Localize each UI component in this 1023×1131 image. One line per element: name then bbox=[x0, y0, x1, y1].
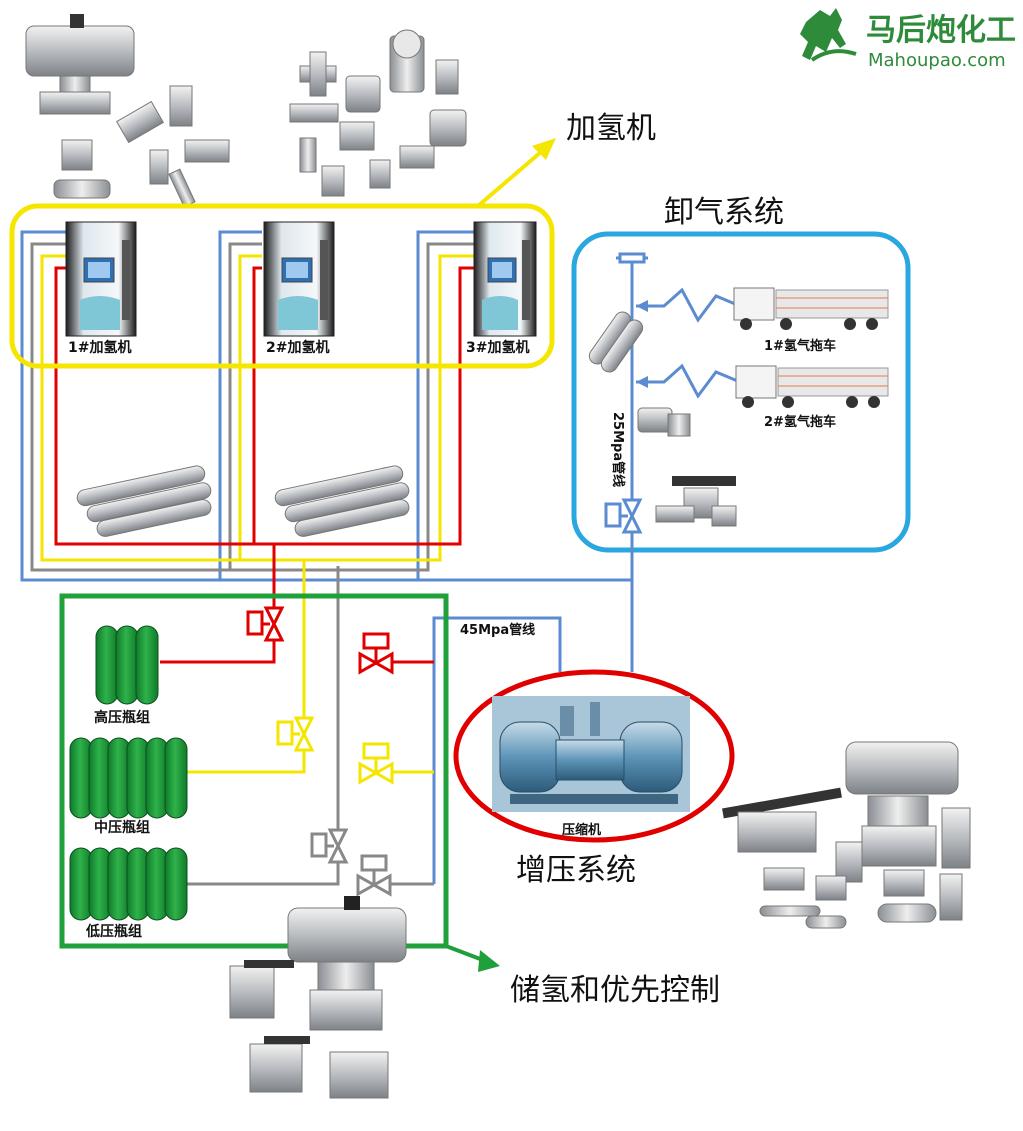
arrow-head bbox=[636, 300, 648, 312]
cylinder-bank-label: 低压瓶组 bbox=[85, 923, 142, 940]
booster-frame bbox=[453, 669, 735, 843]
pipe-photo-unloading bbox=[588, 311, 644, 373]
hydrogen-cylinder-icon bbox=[69, 847, 188, 921]
arrow-to-dispenser bbox=[476, 138, 556, 208]
cylinder-bank-label: 中压瓶组 bbox=[94, 819, 150, 836]
hydrogen-cylinder-icon bbox=[69, 737, 188, 819]
check-valve-icon[interactable] bbox=[358, 742, 394, 785]
grey-line bbox=[228, 242, 262, 570]
section-title-unloading: 卸气系统 bbox=[664, 195, 784, 230]
dispenser-label: 3#加氢机 bbox=[466, 339, 529, 356]
unloading-frame bbox=[571, 231, 911, 553]
tubing-photo-1 bbox=[76, 465, 212, 537]
dispenser-2[interactable]: 2#加氢机 bbox=[263, 221, 335, 356]
arrow-head bbox=[636, 376, 648, 388]
dispenser-3[interactable]: 3#加氢机 bbox=[466, 221, 537, 356]
actuated-valve-photo-top bbox=[25, 14, 135, 199]
ball-valve-icon[interactable] bbox=[246, 606, 285, 642]
blue-line bbox=[416, 230, 474, 580]
dispenser-1[interactable]: 1#加氢机 bbox=[65, 221, 137, 356]
grey-line bbox=[186, 566, 340, 886]
section-title-dispenser: 加氢机 bbox=[566, 111, 656, 146]
trailer-label: 2#氢气拖车 bbox=[764, 414, 836, 430]
brand-cn: 马后炮化工 bbox=[866, 13, 1016, 48]
arrow-to-storage bbox=[445, 944, 500, 972]
compressor[interactable]: 压缩机 bbox=[492, 696, 690, 838]
yellow-line bbox=[186, 560, 306, 774]
brand-logo: 马后炮化工 Mahoupao.com bbox=[800, 8, 1016, 71]
grey-line bbox=[338, 242, 474, 572]
valves-photo-right bbox=[722, 741, 971, 929]
fittings-photo-top bbox=[289, 29, 467, 197]
section-title-storage: 储氢和优先控制 bbox=[510, 973, 720, 1008]
dispenser-label: 2#加氢机 bbox=[266, 339, 329, 356]
blue-line bbox=[432, 616, 562, 884]
red-line bbox=[54, 266, 274, 546]
ball-valve-icon[interactable] bbox=[276, 716, 315, 752]
trailer-1[interactable]: 1#氢气拖车 bbox=[733, 287, 889, 354]
check-valve-icon[interactable] bbox=[356, 854, 392, 897]
section-title-booster: 增压系统 bbox=[516, 853, 636, 888]
dispenser-icon bbox=[473, 221, 537, 337]
cylinder-bank-low[interactable]: 低压瓶组 bbox=[69, 847, 188, 940]
red-line bbox=[252, 266, 262, 544]
trailer-2[interactable]: 2#氢气拖车 bbox=[735, 365, 889, 430]
brand-en: Mahoupao.com bbox=[868, 50, 1006, 71]
dispenser-icon bbox=[263, 221, 335, 337]
dispenser-label: 1#加氢机 bbox=[68, 339, 131, 356]
pipeline-label-45: 45Mpa管线 bbox=[460, 622, 535, 638]
ball-valve-icon[interactable] bbox=[604, 498, 643, 534]
dispenser-frame bbox=[9, 203, 555, 369]
cylinder-bank-label: 高压瓶组 bbox=[94, 709, 150, 726]
tube-trailer-icon bbox=[733, 287, 889, 330]
cylinder-bank-high[interactable]: 高压瓶组 bbox=[94, 625, 159, 726]
actuated-valve-photo-bottom bbox=[229, 896, 407, 1099]
hydrogen-cylinder-icon bbox=[95, 625, 159, 705]
compressor-label: 压缩机 bbox=[562, 822, 601, 838]
yellow-line bbox=[304, 254, 474, 562]
pipe-fitting-icon bbox=[115, 85, 230, 208]
check-valve-icon[interactable] bbox=[358, 632, 394, 675]
ball-valve-icon[interactable] bbox=[310, 828, 349, 864]
storage-frame bbox=[59, 593, 449, 949]
red-line bbox=[274, 266, 474, 546]
fitting-photo-unloading bbox=[637, 407, 691, 437]
red-line bbox=[160, 544, 276, 664]
ball-valve-photo-unloading bbox=[655, 476, 737, 527]
cylinder-bank-medium[interactable]: 中压瓶组 bbox=[69, 737, 188, 836]
compressor-icon bbox=[492, 696, 690, 812]
pipeline-label-25: 25Mpa管线 bbox=[610, 412, 626, 487]
grey-line bbox=[30, 242, 338, 572]
horse-logo-icon bbox=[800, 8, 857, 62]
tubing-photo-2 bbox=[274, 465, 410, 537]
blue-line bbox=[218, 230, 262, 580]
trailer-label: 1#氢气拖车 bbox=[764, 338, 836, 354]
dispenser-icon bbox=[65, 221, 137, 337]
yellow-line bbox=[238, 254, 262, 560]
tube-trailer-icon bbox=[735, 365, 889, 408]
yellow-line bbox=[40, 254, 304, 562]
